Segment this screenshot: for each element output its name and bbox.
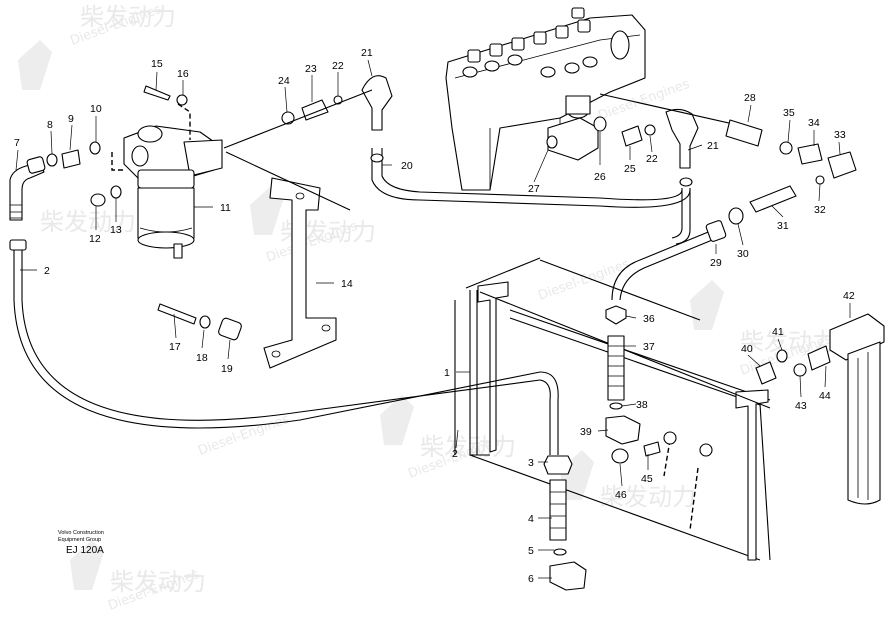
fuel-filter — [123, 125, 223, 259]
callout-42: 42 — [843, 290, 855, 302]
callout-20: 20 — [401, 160, 413, 172]
callout-16: 16 — [177, 68, 189, 80]
callout-21: 21 — [361, 47, 373, 59]
callout-2: 2 — [44, 265, 50, 277]
callout-19: 19 — [221, 363, 233, 375]
fittings-right — [593, 93, 885, 505]
callout-22: 22 — [646, 153, 658, 165]
callout-4: 4 — [528, 513, 534, 525]
callout-11: 11 — [220, 202, 231, 214]
callout-30: 30 — [737, 248, 749, 260]
callout-13: 13 — [110, 224, 122, 236]
callout-37: 37 — [643, 341, 655, 353]
footer-group: Equipment Group — [58, 537, 102, 543]
callout-21: 21 — [707, 140, 719, 152]
frame — [454, 257, 771, 561]
callout-38: 38 — [636, 399, 648, 411]
injection-pump — [445, 7, 646, 191]
callout-44: 44 — [819, 390, 831, 402]
callout-24: 24 — [278, 75, 290, 87]
callout-2: 2 — [452, 448, 458, 460]
callout-9: 9 — [68, 113, 74, 125]
callout-35: 35 — [783, 107, 795, 119]
callout-28: 28 — [744, 92, 756, 104]
watermark-logo-icon — [18, 40, 724, 590]
callout-26: 26 — [594, 171, 606, 183]
callout-5: 5 — [528, 545, 534, 557]
fittings-left — [26, 75, 393, 341]
callout-14: 14 — [341, 278, 353, 290]
callout-29: 29 — [710, 257, 722, 269]
callout-6: 6 — [528, 573, 534, 585]
leader-lines — [15, 59, 851, 579]
callout-32: 32 — [814, 204, 826, 216]
callout-43: 43 — [795, 400, 807, 412]
callout-46: 46 — [615, 489, 627, 501]
callout-23: 23 — [305, 63, 317, 75]
callout-18: 18 — [196, 352, 208, 364]
callout-12: 12 — [89, 233, 101, 245]
watermark-cn: 柴发动力 — [600, 483, 696, 511]
callout-15: 15 — [151, 58, 163, 70]
callout-39: 39 — [580, 426, 592, 438]
callout-27: 27 — [528, 183, 540, 195]
callout-7: 7 — [14, 137, 20, 149]
fuel-pipes — [9, 103, 727, 531]
watermark-cn: 柴发动力 — [40, 208, 136, 236]
callout-8: 8 — [47, 119, 53, 131]
pump-valve-nuts — [467, 7, 591, 63]
watermark-cn: 柴发动力 — [420, 433, 516, 461]
callout-25: 25 — [624, 163, 636, 175]
bracket — [263, 177, 337, 369]
callout-1: 1 — [444, 367, 450, 379]
footer-company: Volvo Construction — [58, 530, 104, 536]
callout-22: 22 — [332, 60, 344, 72]
callout-10: 10 — [90, 103, 102, 115]
callout-34: 34 — [808, 117, 820, 129]
callout-31: 31 — [777, 220, 789, 232]
callout-41: 41 — [772, 326, 784, 338]
watermark: 柴发动力 柴发动力 柴发动力 柴发动力 柴发动力 柴发动力 柴发动力 Diese… — [18, 2, 836, 614]
callout-45: 45 — [641, 473, 653, 485]
fittings-bottom — [543, 455, 587, 591]
pump-ports — [462, 30, 630, 78]
callout-labels: 1 2 2 3 4 5 6 7 8 9 10 11 12 13 14 15 16… — [14, 47, 855, 585]
callout-3: 3 — [528, 457, 534, 469]
watermark-cn: 柴发动力 — [80, 3, 176, 31]
callout-33: 33 — [834, 129, 846, 141]
callout-17: 17 — [169, 341, 181, 353]
watermark-cn: 柴发动力 — [110, 568, 206, 596]
footer-drawing-code: EJ 120A — [66, 545, 104, 556]
callout-40: 40 — [741, 343, 753, 355]
callout-36: 36 — [643, 313, 655, 325]
